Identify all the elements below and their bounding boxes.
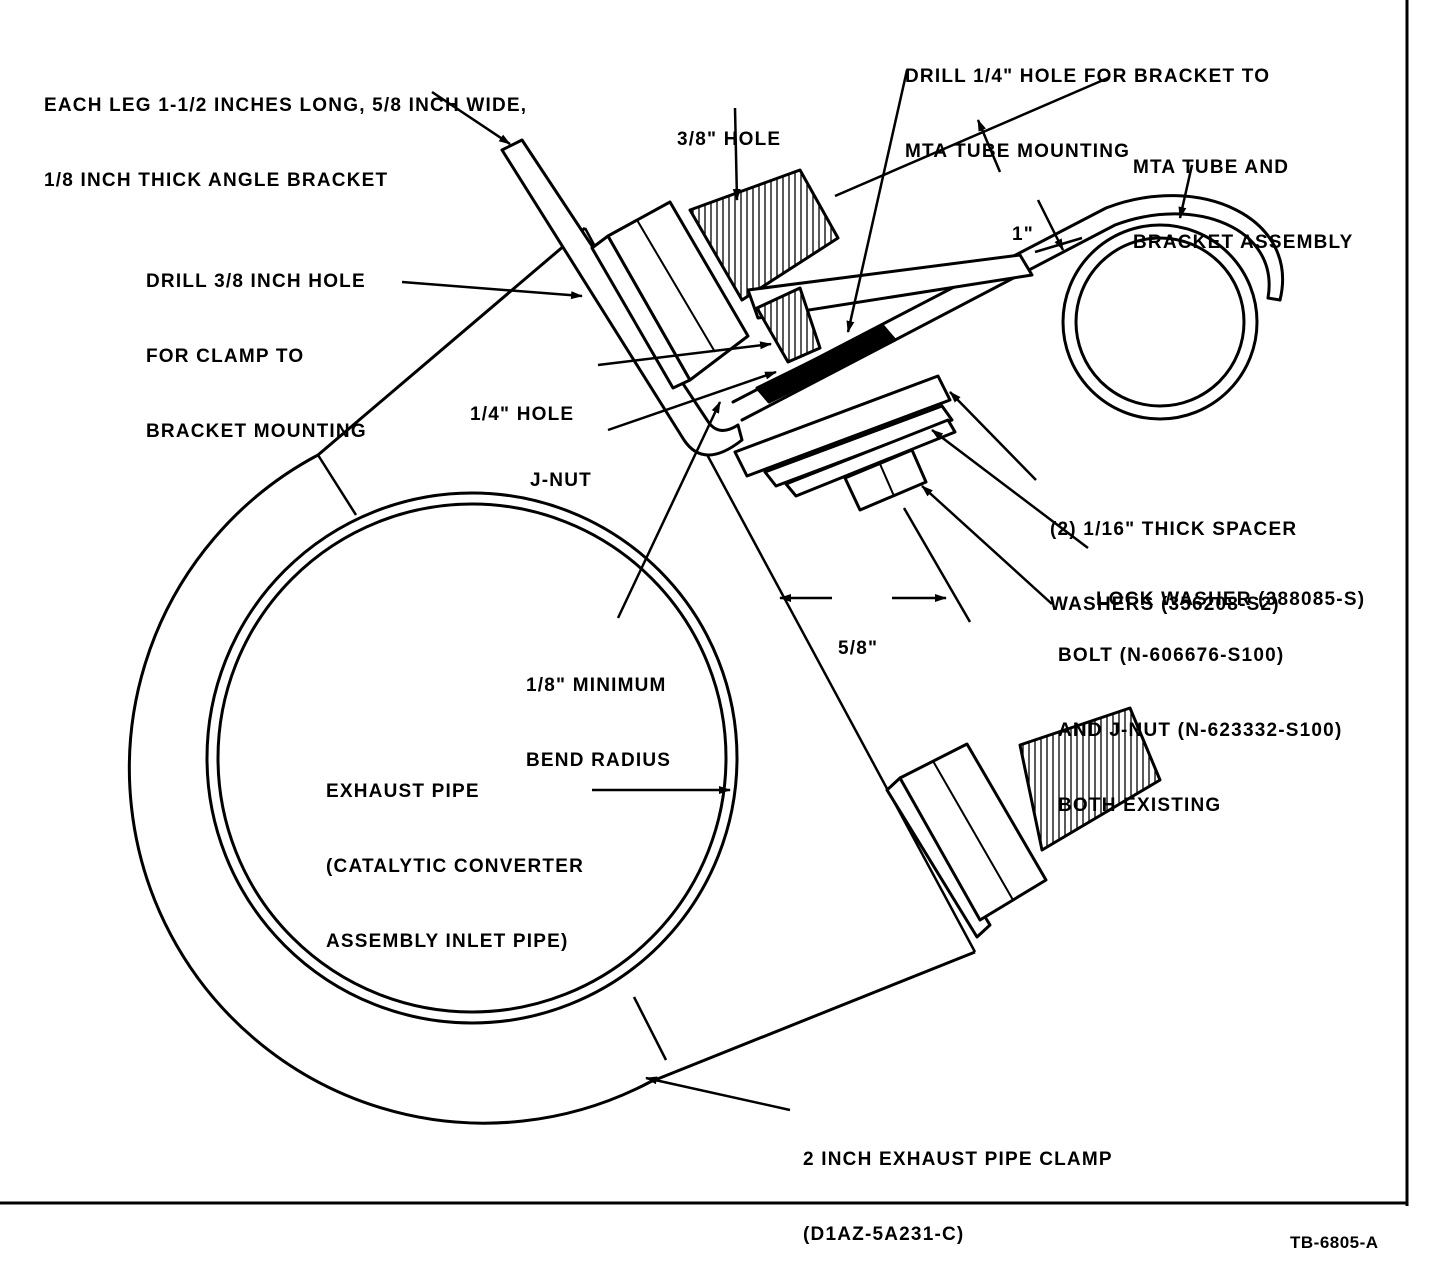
clamp-label-line-1: 2 INCH EXHAUST PIPE CLAMP bbox=[803, 1149, 1113, 1170]
lock-washer-label-text: LOCK WASHER (388085-S) bbox=[1096, 589, 1366, 610]
leader-three-eighths-hole bbox=[732, 107, 741, 201]
exhaust-pipe-label: EXHAUST PIPE (CATALYTIC CONVERTER ASSEMB… bbox=[326, 729, 584, 979]
angle-bracket-label-line-1: EACH LEG 1-1/2 INCHES LONG, 5/8 INCH WID… bbox=[44, 95, 528, 116]
figure-id-text: TB-6805-A bbox=[1290, 1233, 1379, 1252]
page-border bbox=[0, 0, 1409, 1206]
drill-three-eighths-label-line-1: DRILL 3/8 INCH HOLE bbox=[146, 271, 366, 292]
leader-clamp bbox=[645, 1076, 791, 1112]
drill-quarter-hole-label-line-2: MTA TUBE MOUNTING bbox=[905, 141, 1131, 162]
bolt-label: BOLT (N-606676-S100) AND J-NUT (N-623332… bbox=[1058, 593, 1342, 843]
lower-clamp-bolt bbox=[885, 706, 1162, 939]
bend-radius-label: 1/8" MINIMUM BEND RADIUS bbox=[526, 623, 671, 798]
five-eighths-label: 5/8" bbox=[838, 586, 878, 686]
leader-mta-tube bbox=[1178, 164, 1194, 219]
drill-quarter-hole-label-line-1: DRILL 1/4" HOLE FOR BRACKET TO bbox=[905, 66, 1271, 87]
leader-spacer-washers bbox=[949, 391, 1037, 481]
one-inch-label: 1" bbox=[1012, 172, 1034, 272]
leader-angle-bracket bbox=[431, 90, 511, 146]
bolt-label-line-1: BOLT (N-606676-S100) bbox=[1058, 645, 1285, 666]
j-nut-label-text: J-NUT bbox=[530, 470, 592, 491]
leader-lines bbox=[401, 69, 1194, 1112]
upper-clamp-bolt bbox=[606, 168, 840, 382]
lock-washer-label: LOCK WASHER (388085-S) bbox=[1096, 537, 1365, 637]
mta-tube-label-line-1: MTA TUBE AND bbox=[1133, 157, 1290, 178]
drill-three-eighths-label: DRILL 3/8 INCH HOLE FOR CLAMP TO BRACKET… bbox=[146, 219, 367, 469]
spacer-washers-label: (2) 1/16" THICK SPACER WASHERS (356208-S… bbox=[1050, 467, 1297, 642]
mta-tube-label-line-2: BRACKET ASSEMBLY bbox=[1133, 232, 1354, 253]
leader-bend-radius bbox=[616, 401, 722, 619]
clamp-bracket-diagram bbox=[0, 0, 1409, 1206]
spacer-washers-label-line-1: (2) 1/16" THICK SPACER bbox=[1050, 519, 1298, 540]
leader-quarter-hole bbox=[597, 341, 772, 367]
one-inch-label-text: 1" bbox=[1012, 224, 1034, 245]
five-eighths-label-text: 5/8" bbox=[838, 638, 879, 659]
figure-id-label: TB-6805-A bbox=[1290, 1180, 1379, 1280]
spacer-washers-label-line-2: WASHERS (356208-S2) bbox=[1050, 594, 1280, 615]
j-nut-label: J-NUT bbox=[530, 418, 592, 518]
leader-j-nut bbox=[607, 370, 777, 432]
five-eighths-dimension bbox=[779, 507, 972, 623]
leader-lock-washer bbox=[931, 429, 1089, 549]
exhaust-pipe bbox=[205, 491, 739, 1025]
mta-tube-assembly bbox=[731, 194, 1284, 422]
exhaust-pipe-label-line-1: EXHAUST PIPE bbox=[326, 781, 480, 802]
exhaust-pipe-label-line-3: ASSEMBLY INLET PIPE) bbox=[326, 931, 569, 952]
quarter-hole-label: 1/4" HOLE bbox=[470, 352, 574, 452]
mta-tube-label: MTA TUBE AND BRACKET ASSEMBLY bbox=[1133, 105, 1353, 280]
bolt-label-line-3: BOTH EXISTING bbox=[1058, 795, 1222, 816]
angle-bracket-label-line-2: 1/8 INCH THICK ANGLE BRACKET bbox=[44, 170, 389, 191]
leader-bolt bbox=[921, 485, 1053, 605]
quarter-hole-label-text: 1/4" HOLE bbox=[470, 404, 575, 425]
bolt-label-line-2: AND J-NUT (N-623332-S100) bbox=[1058, 720, 1343, 741]
three-eighths-hole-label: 3/8" HOLE bbox=[677, 77, 781, 177]
clamp-label: 2 INCH EXHAUST PIPE CLAMP (D1AZ-5A231-C) bbox=[803, 1097, 1113, 1272]
three-eighths-hole-label-text: 3/8" HOLE bbox=[677, 129, 782, 150]
drill-quarter-hole-label: DRILL 1/4" HOLE FOR BRACKET TO MTA TUBE … bbox=[905, 14, 1270, 189]
leader-drill-quarter bbox=[846, 69, 909, 333]
one-inch-dimension bbox=[834, 76, 1109, 254]
exhaust-pipe-label-line-2: (CATALYTIC CONVERTER bbox=[326, 856, 584, 877]
angle-bracket-label: EACH LEG 1-1/2 INCHES LONG, 5/8 INCH WID… bbox=[44, 43, 527, 218]
fastener-stack bbox=[733, 253, 1034, 512]
drill-three-eighths-label-line-3: BRACKET MOUNTING bbox=[146, 421, 367, 442]
bend-radius-label-line-1: 1/8" MINIMUM bbox=[526, 675, 667, 696]
clamp-label-line-2: (D1AZ-5A231-C) bbox=[803, 1224, 965, 1245]
leader-drill-three-eighths bbox=[401, 280, 583, 300]
bend-radius-label-line-2: BEND RADIUS bbox=[526, 750, 672, 771]
drill-three-eighths-label-line-2: FOR CLAMP TO bbox=[146, 346, 305, 367]
